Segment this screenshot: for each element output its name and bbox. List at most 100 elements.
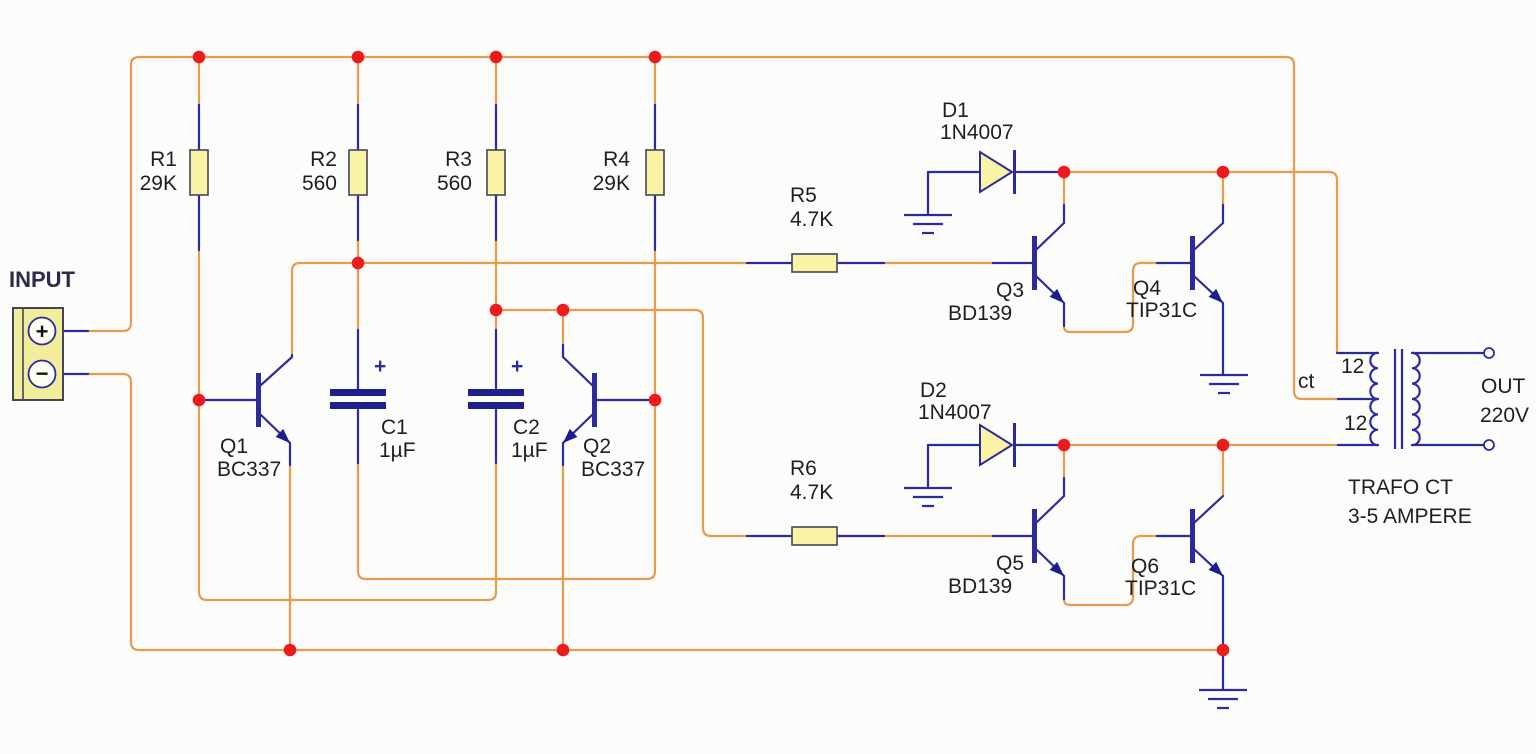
resistor-r2-body bbox=[348, 149, 368, 196]
ground-icon bbox=[904, 486, 952, 508]
emitter-arrow-icon bbox=[1208, 288, 1223, 303]
q6-leads bbox=[1155, 494, 1225, 692]
q3-leads bbox=[1035, 203, 1066, 328]
label-c2-polarity: + bbox=[511, 355, 524, 378]
d1-leads bbox=[926, 170, 1063, 215]
diode-cathode-bar bbox=[1013, 423, 1016, 467]
capacitor-c1-plates bbox=[330, 389, 386, 396]
junction-dot bbox=[283, 643, 297, 657]
minus-terminal-label: − bbox=[35, 361, 49, 386]
d2-leads bbox=[926, 443, 1063, 488]
resistor-r5-body bbox=[791, 253, 838, 273]
junction-dot bbox=[648, 393, 662, 407]
emitter-arrows bbox=[275, 288, 1223, 576]
junction-dot bbox=[1057, 165, 1071, 179]
plus-terminal-label: + bbox=[35, 319, 49, 344]
junction-dot bbox=[351, 50, 365, 64]
transistor-q6-base-bar bbox=[1190, 509, 1195, 563]
ground-icon bbox=[1199, 688, 1247, 710]
junction-dot bbox=[192, 50, 206, 64]
terminal-plus-circle bbox=[27, 316, 57, 346]
resistor-r6-body bbox=[791, 526, 838, 546]
label-d1-ref: D1 bbox=[942, 99, 969, 122]
junction-dot bbox=[648, 50, 662, 64]
label-c1-ref: C1 bbox=[381, 416, 408, 439]
label-q6-part: TIP31C bbox=[1125, 577, 1197, 600]
transformer-secondary-coil bbox=[1411, 351, 1421, 447]
capacitor-leads bbox=[356, 328, 498, 465]
wire-r3-c2-column bbox=[197, 55, 498, 602]
label-c2-value: 1µF bbox=[511, 439, 548, 462]
junction-dot bbox=[351, 256, 365, 270]
label-r2-value: 560 bbox=[301, 172, 337, 195]
label-c1-value: 1µF bbox=[379, 439, 416, 462]
junction-dot bbox=[556, 303, 570, 317]
label-d1-part: 1N4007 bbox=[940, 121, 1014, 144]
label-output-voltage: 220V bbox=[1480, 404, 1530, 427]
diode-d2-symbol bbox=[979, 423, 1016, 467]
label-q1-ref: Q1 bbox=[220, 435, 249, 458]
label-r2-ref: R2 bbox=[310, 148, 337, 171]
junction-dot bbox=[556, 643, 570, 657]
label-r6-ref: R6 bbox=[790, 457, 817, 480]
label-output: OUT bbox=[1481, 375, 1526, 398]
wire-ground-rail bbox=[86, 372, 1225, 652]
transistor-base-bars bbox=[256, 236, 1195, 563]
label-q5-ref: Q5 bbox=[996, 552, 1025, 575]
wire-top-collector-rail bbox=[1062, 170, 1339, 354]
emitter-arrow-icon bbox=[563, 428, 578, 443]
resistor-r1-body bbox=[189, 149, 209, 196]
q4-leads bbox=[1155, 203, 1225, 377]
q1-leads bbox=[203, 353, 294, 467]
label-primary-top-winding: 12 bbox=[1341, 355, 1365, 378]
capacitor-c2-plates bbox=[468, 389, 524, 396]
label-q2-ref: Q2 bbox=[583, 435, 612, 458]
transformer-primary-coil bbox=[1369, 351, 1379, 447]
diode-triangle-icon bbox=[979, 150, 1014, 194]
wire-q2-collector-to-r6 bbox=[494, 308, 995, 538]
capacitor-c1-plates bbox=[330, 402, 386, 409]
label-q2-part: BC337 bbox=[581, 458, 646, 481]
q5-leads bbox=[1035, 476, 1066, 601]
label-r4-ref: R4 bbox=[603, 148, 630, 171]
capacitor-plates bbox=[330, 389, 524, 409]
wire-r2-c1-column bbox=[356, 55, 657, 581]
junction-dot bbox=[1216, 165, 1230, 179]
transformer-core bbox=[1393, 349, 1404, 449]
label-transformer-rating: 3-5 AMPERE bbox=[1348, 505, 1472, 528]
wire-positive-rail bbox=[86, 55, 1340, 401]
resistor-r4-body bbox=[645, 149, 665, 196]
junction-dot bbox=[1057, 438, 1071, 452]
wire-q1-collector-to-r5 bbox=[290, 261, 995, 357]
diode-cathode-bar bbox=[1013, 150, 1016, 194]
resistor-leads bbox=[197, 103, 657, 252]
wires-navy bbox=[61, 103, 1485, 692]
input-terminal-block bbox=[12, 307, 64, 401]
junction-dot bbox=[1216, 438, 1230, 452]
junction-dot bbox=[489, 50, 503, 64]
label-c2-ref: C2 bbox=[513, 416, 540, 439]
transformer-symbol bbox=[1369, 347, 1495, 451]
label-q5-part: BD139 bbox=[948, 575, 1013, 598]
terminal-minus-circle bbox=[27, 359, 57, 389]
junction-dot bbox=[1216, 643, 1230, 657]
emitter-arrow-icon bbox=[1208, 561, 1223, 576]
label-q3-part: BD139 bbox=[948, 302, 1013, 325]
emitter-arrow-icon bbox=[275, 428, 290, 443]
ground-symbols bbox=[904, 213, 1248, 710]
label-r5-ref: R5 bbox=[790, 184, 817, 207]
ground-icon bbox=[904, 213, 952, 235]
resistor-bodies bbox=[189, 149, 838, 546]
junction-dot bbox=[489, 303, 503, 317]
transistor-q5-base-bar bbox=[1032, 509, 1037, 563]
emitter-arrow-icon bbox=[1049, 288, 1064, 303]
label-primary-bottom-winding: 12 bbox=[1344, 412, 1368, 435]
label-c1-polarity: + bbox=[374, 355, 387, 378]
transistor-q3-base-bar bbox=[1032, 236, 1037, 290]
label-r5-value: 4.7K bbox=[790, 208, 834, 231]
label-q3-ref: Q3 bbox=[996, 279, 1025, 302]
transistor-q1-base-bar bbox=[256, 373, 261, 427]
label-r1-value: 29K bbox=[139, 172, 177, 195]
label-r4-value: 29K bbox=[592, 172, 630, 195]
